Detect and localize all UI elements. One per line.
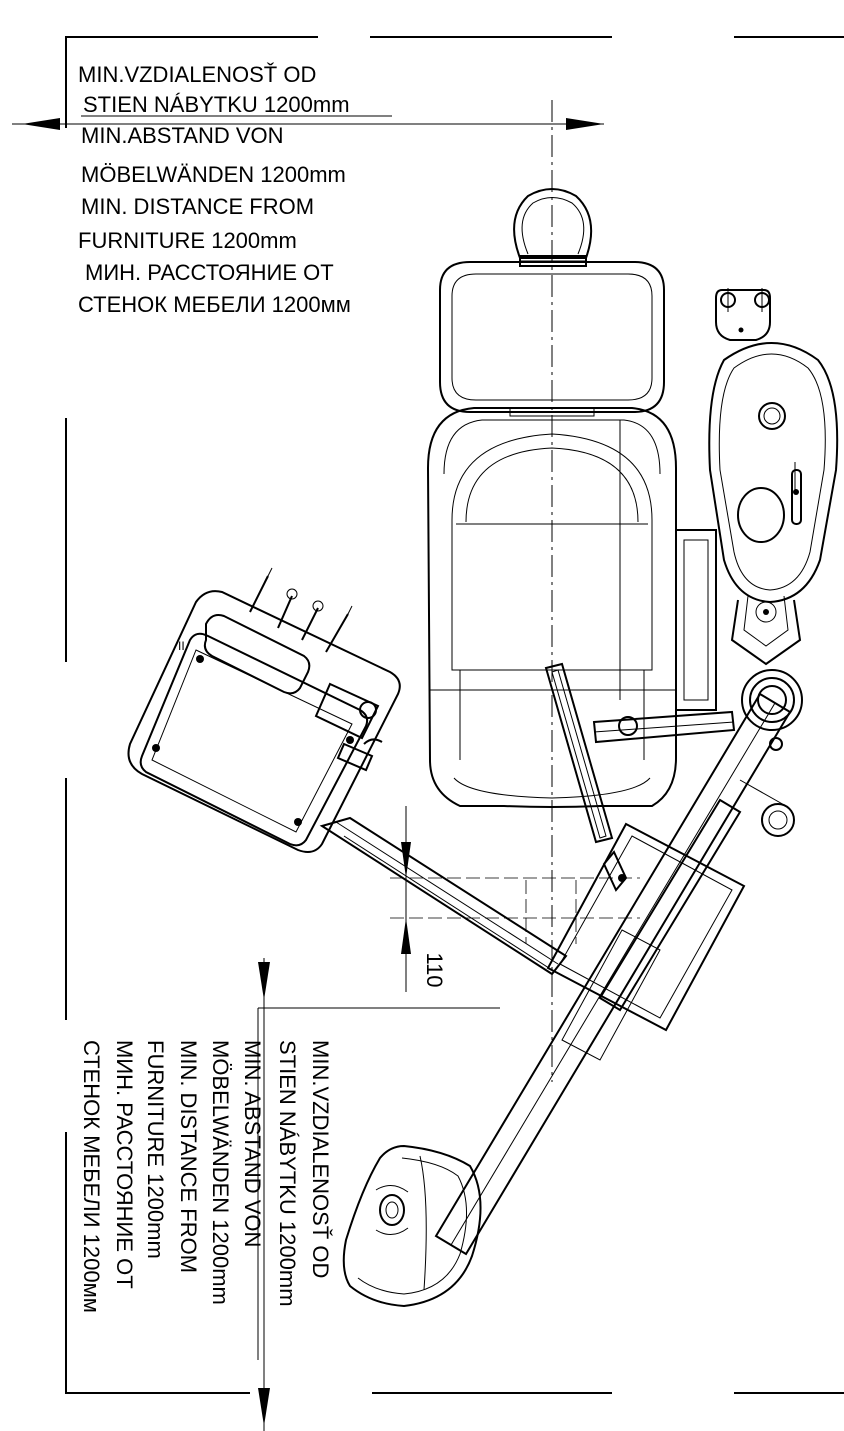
- spittoon-drain-circle: [758, 402, 786, 430]
- note-top-line-4: MÖBELWÄNDEN 1200mm: [81, 162, 346, 187]
- main-arm: [434, 692, 792, 1256]
- chair-base-block: [675, 529, 717, 711]
- tray-hinge-circle: [618, 716, 638, 736]
- note-top-line-6: FURNITURE 1200mm: [78, 228, 297, 253]
- panel-screw-icon: [196, 655, 204, 663]
- note-bottom-line-7: МИН. РАССТОЯНИЕ ОТ: [112, 1040, 137, 1289]
- light-lens-circle: [379, 1194, 405, 1226]
- note-top-line-2: STIEN NÁBYTKU 1200mm: [83, 92, 350, 117]
- height-dimension: 110: [401, 806, 447, 992]
- dentist-control-panel: II: [127, 567, 401, 853]
- water-unit: [708, 288, 839, 837]
- note-bottom-line-5: MIN. DISTANCE FROM: [176, 1040, 201, 1273]
- dimension-110-label: 110: [422, 952, 447, 987]
- note-bottom-line-8: СТЕНОК МЕБЕЛИ 1200мм: [79, 1040, 104, 1313]
- pivot-outer-circle: [741, 669, 803, 731]
- room-boundary: [65, 36, 844, 1394]
- note-bottom-line-6: FURNITURE 1200mm: [143, 1040, 168, 1259]
- chair-headrest: [513, 188, 593, 267]
- note-top-line-3: MIN.ABSTAND VON: [81, 123, 284, 148]
- panel-arm: [319, 816, 568, 976]
- top-clearance-dimension: [12, 115, 604, 130]
- note-bottom-line-2: STIEN NÁBYTKU 1200mm: [275, 1040, 300, 1307]
- panel-screw-icon: [294, 818, 302, 826]
- note-bottom-line-3: MIN. ABSTAND VON: [240, 1040, 265, 1247]
- dental-chair: [426, 188, 717, 808]
- cup-filler: [715, 288, 771, 341]
- spittoon-bowl-circle: [737, 487, 785, 543]
- swivel-range-ghost: [390, 877, 640, 944]
- bottom-clearance-dimension: [257, 958, 500, 1431]
- svg-text:II: II: [178, 639, 185, 653]
- note-top-line-7: МИН. РАССТОЯНИЕ ОТ: [85, 260, 334, 285]
- note-top-line-1: MIN.VZDIALENOSŤ OD: [78, 62, 316, 87]
- clearance-note-top: MIN.VZDIALENOSŤ OD STIEN NÁBYTKU 1200mm …: [78, 62, 351, 317]
- clearance-note-bottom: MIN.VZDIALENOSŤ OD STIEN NÁBYTKU 1200mm …: [79, 1040, 333, 1313]
- chair-backrest: [426, 407, 677, 808]
- assistant-tray: [544, 662, 736, 844]
- instrument-table: [546, 822, 746, 1061]
- panel-screw-icon: [346, 736, 354, 744]
- note-top-line-8: СТЕНОК МЕБЕЛИ 1200мм: [78, 292, 351, 317]
- note-bottom-line-4: MÖBELWÄNDEN 1200mm: [208, 1040, 233, 1305]
- operating-light: [342, 1144, 482, 1308]
- panel-screw-icon: [152, 744, 160, 752]
- note-top-line-5: MIN. DISTANCE FROM: [81, 194, 314, 219]
- side-handle-circle: [761, 803, 795, 837]
- note-bottom-line-1: MIN.VZDIALENOSŤ OD: [308, 1040, 333, 1278]
